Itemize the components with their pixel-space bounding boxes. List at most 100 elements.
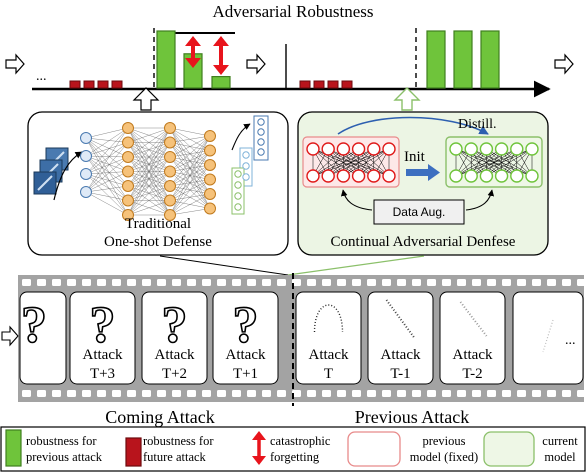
sprocket-hole <box>577 390 586 397</box>
sprocket-hole <box>172 279 181 286</box>
svg-text:model: model <box>544 450 576 464</box>
bar-future-robustness <box>299 80 311 89</box>
sprocket-hole <box>517 279 526 286</box>
output-neuron <box>234 170 242 178</box>
output-neuron <box>257 148 265 156</box>
svg-text:model (fixed): model (fixed) <box>410 450 478 464</box>
sprocket-hole <box>292 390 301 397</box>
bar-future-robustness <box>313 80 325 89</box>
neuron <box>122 151 134 163</box>
model-neuron <box>479 169 494 183</box>
film-trail: ... <box>565 333 576 348</box>
sprocket-hole <box>262 390 271 397</box>
neuron <box>164 136 176 149</box>
sprocket-hole <box>457 390 466 397</box>
output-neuron <box>257 128 265 136</box>
model-neuron <box>464 169 478 183</box>
frame-label-line1: Attack <box>381 347 421 363</box>
sprocket-hole <box>562 279 571 286</box>
frame-label-line1: Attack <box>83 347 123 363</box>
question-mark-icon: ? <box>21 297 47 354</box>
model-neuron <box>351 169 366 183</box>
neuron <box>164 151 176 163</box>
output-neuron <box>257 138 265 146</box>
forgetting-arrow-icon <box>252 431 266 465</box>
sprocket-hole <box>412 390 421 397</box>
frame-label-line1: Attack <box>226 347 266 363</box>
perturbation-icon <box>542 319 554 353</box>
legend-swatch-red <box>125 437 142 467</box>
neuron <box>164 209 176 221</box>
output-neuron <box>242 162 250 170</box>
film-sprockets <box>22 279 586 397</box>
model-neuron <box>351 142 366 156</box>
sprocket-hole <box>157 390 166 397</box>
neuron <box>164 194 176 207</box>
sprocket-hole <box>37 279 46 286</box>
question-mark-icon: ? <box>162 297 188 354</box>
sprocket-hole <box>187 279 196 286</box>
sprocket-hole <box>22 390 31 397</box>
legend-item-future-robustness: robustness for future attack <box>125 434 214 467</box>
svg-text:robustness for: robustness for <box>143 434 214 448</box>
output-neuron <box>234 203 242 211</box>
model-neuron <box>321 142 335 156</box>
sprocket-hole <box>142 279 151 286</box>
frame-label-line1: Attack <box>453 347 493 363</box>
neuron <box>122 122 134 134</box>
neuron <box>204 159 216 171</box>
sprocket-hole <box>217 390 226 397</box>
timeline-ellipsis: ... <box>36 69 47 84</box>
sprocket-hole <box>397 390 406 397</box>
svg-text:future attack: future attack <box>143 450 207 464</box>
model-neuron <box>510 169 524 183</box>
model-neuron <box>494 142 509 156</box>
sprocket-hole <box>292 279 301 286</box>
bar-future-robustness <box>341 80 353 89</box>
svg-text:current: current <box>542 434 578 448</box>
sprocket-hole <box>277 279 286 286</box>
bar-previous-robustness <box>211 75 231 89</box>
model-neuron <box>382 142 396 156</box>
connector-line <box>287 255 425 276</box>
sprocket-hole <box>472 279 481 286</box>
model-neuron <box>336 169 351 183</box>
sprocket-hole <box>472 390 481 397</box>
previous-model-network-icon <box>306 142 396 183</box>
bar-future-robustness <box>83 80 95 89</box>
sprocket-hole <box>337 279 346 286</box>
frame-label-line2: T+2 <box>162 366 187 382</box>
model-neuron <box>306 142 320 156</box>
current-model-network-icon <box>449 142 539 183</box>
neuron <box>164 165 176 178</box>
neuron <box>122 194 134 207</box>
init-arrow-icon <box>406 164 440 181</box>
data-aug-label: Data Aug. <box>393 205 446 219</box>
flow-arrow-icon <box>1 325 19 347</box>
traditional-defense-panel <box>27 111 289 256</box>
sprocket-hole <box>52 390 61 397</box>
perturbation-icon <box>313 304 344 333</box>
aug-arrow-left <box>340 189 373 211</box>
output-neuron <box>257 118 265 126</box>
legend-item-forgetting: catastrophic forgetting <box>252 431 331 465</box>
film-frames: ??AttackT+3?AttackT+2?AttackT+1AttackTAt… <box>19 291 584 385</box>
bar-future-robustness <box>97 80 109 89</box>
distill-arrow <box>337 116 489 135</box>
output-arrow <box>231 123 251 151</box>
frame-label-line2: T+1 <box>233 366 258 382</box>
legend-item-current-model: current model <box>483 431 578 467</box>
sprocket-hole <box>217 279 226 286</box>
bar-previous-robustness <box>426 30 446 89</box>
output-neuron <box>234 192 242 200</box>
sprocket-hole <box>187 390 196 397</box>
sprocket-hole <box>412 279 421 286</box>
output-neuron <box>242 151 250 159</box>
model-neuron <box>464 142 478 156</box>
frame-label-line2: T-2 <box>462 366 482 382</box>
model-neuron <box>479 142 494 156</box>
sprocket-hole <box>442 390 451 397</box>
neuron <box>122 209 134 221</box>
